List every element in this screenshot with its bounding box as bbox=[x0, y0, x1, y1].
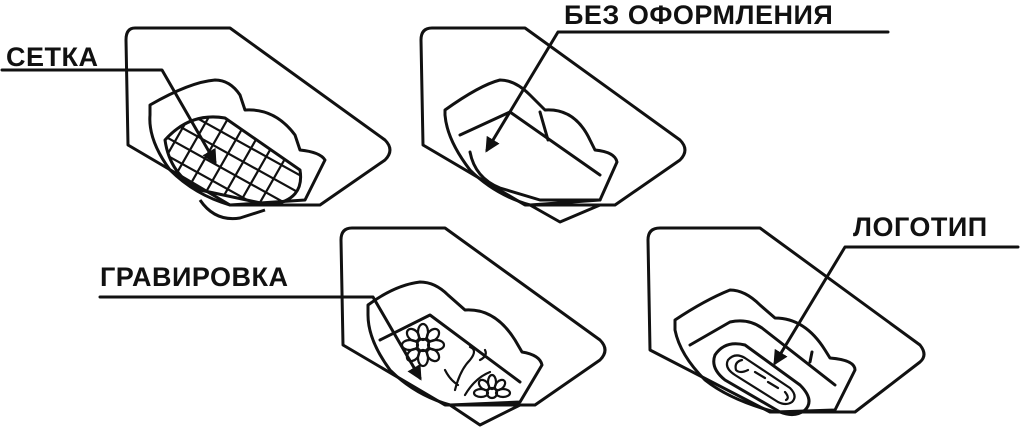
tray-plain bbox=[419, 26, 890, 224]
tray-logo bbox=[646, 226, 1020, 417]
floral-engraving bbox=[400, 322, 512, 400]
tray-engraving bbox=[98, 226, 607, 427]
label-logo: ЛОГОТИП bbox=[853, 212, 988, 242]
label-engraving: ГРАВИРОВКА bbox=[100, 262, 289, 292]
label-plain: БЕЗ ОФОРМЛЕНИЯ bbox=[564, 0, 834, 30]
tray-mesh bbox=[0, 26, 392, 221]
logo-emboss bbox=[725, 354, 796, 406]
label-mesh: СЕТКА bbox=[6, 42, 99, 72]
